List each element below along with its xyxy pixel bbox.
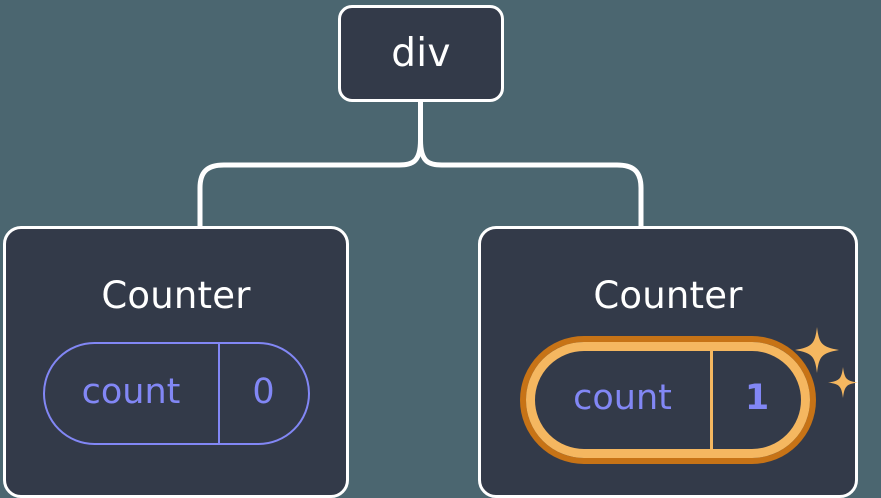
state-pill-wrap-left: count 0 bbox=[6, 342, 346, 445]
node-div[interactable]: div bbox=[338, 5, 504, 102]
node-div-label: div bbox=[391, 31, 451, 76]
node-counter-right[interactable]: Counter count 1 bbox=[478, 226, 858, 498]
state-pill-right[interactable]: count 1 bbox=[526, 327, 858, 458]
state-key-right: count bbox=[573, 378, 672, 418]
node-counter-left-title: Counter bbox=[101, 274, 251, 317]
state-value-left: 0 bbox=[217, 344, 308, 443]
node-counter-right-title: Counter bbox=[593, 274, 743, 317]
node-counter-left[interactable]: Counter count 0 bbox=[3, 226, 349, 498]
state-value-right: 1 bbox=[710, 351, 801, 449]
state-pill-wrap-right: count 1 bbox=[481, 327, 858, 458]
state-pill-left[interactable]: count 0 bbox=[42, 342, 310, 445]
state-key-left: count bbox=[81, 371, 181, 412]
sparkle-icon bbox=[795, 327, 858, 398]
